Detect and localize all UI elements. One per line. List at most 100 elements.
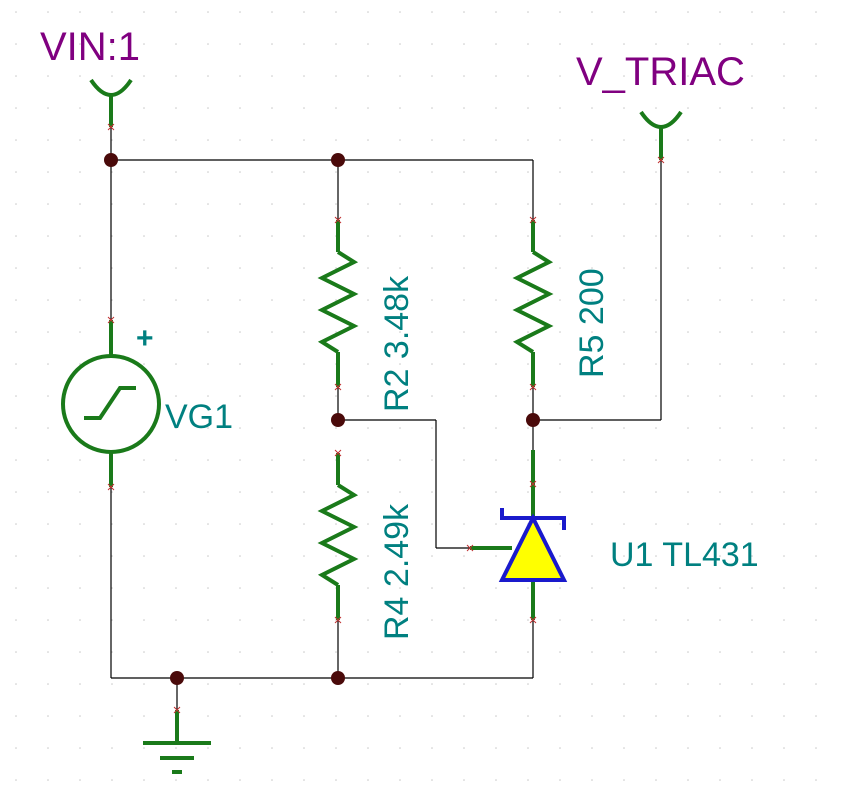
grid-dot xyxy=(527,395,529,397)
grid-dot xyxy=(623,299,625,301)
grid-dot xyxy=(719,427,721,429)
grid-dot xyxy=(399,235,401,237)
grid-dot xyxy=(591,459,593,461)
grid-dot xyxy=(655,523,657,525)
grid-dot xyxy=(175,331,177,333)
grid-dot xyxy=(239,715,241,717)
grid-dot xyxy=(207,651,209,653)
grid-dot xyxy=(303,299,305,301)
grid-dot xyxy=(207,75,209,77)
grid-dot xyxy=(623,427,625,429)
grid-dot xyxy=(815,555,817,557)
grid-dot xyxy=(15,331,17,333)
grid-dot xyxy=(367,555,369,557)
ground-icon xyxy=(143,710,211,774)
grid-dot xyxy=(623,459,625,461)
grid-dot xyxy=(239,555,241,557)
grid-dot xyxy=(303,651,305,653)
grid-dot xyxy=(15,619,17,621)
pin-marker xyxy=(529,383,537,391)
grid-dot xyxy=(815,171,817,173)
grid-dot xyxy=(751,555,753,557)
grid-dot xyxy=(15,779,17,781)
grid-dot xyxy=(303,715,305,717)
grid-dot xyxy=(303,587,305,589)
grid-dot xyxy=(783,427,785,429)
grid-dot xyxy=(783,331,785,333)
grid-dot xyxy=(623,651,625,653)
grid-dot xyxy=(495,331,497,333)
r5-label: R5 200 xyxy=(573,268,611,378)
grid-dot xyxy=(207,331,209,333)
grid-dot xyxy=(751,331,753,333)
grid-dot xyxy=(303,11,305,13)
grid-dot xyxy=(303,107,305,109)
grid-dot xyxy=(335,651,337,653)
grid-dot xyxy=(271,171,273,173)
grid-dot xyxy=(559,43,561,45)
grid-dot xyxy=(175,427,177,429)
grid-dot xyxy=(303,427,305,429)
grid-dot xyxy=(559,203,561,205)
pin-marker xyxy=(657,156,665,164)
grid-dot xyxy=(655,395,657,397)
grid-dot xyxy=(655,587,657,589)
grid-dot xyxy=(719,171,721,173)
grid-dot xyxy=(751,363,753,365)
grid-dot xyxy=(399,11,401,13)
grid-dot xyxy=(655,299,657,301)
grid-dot xyxy=(239,523,241,525)
grid-dot xyxy=(431,395,433,397)
grid-dot xyxy=(783,619,785,621)
pin-marker xyxy=(107,483,115,491)
grid-dot xyxy=(47,491,49,493)
grid-dot xyxy=(655,747,657,749)
grid-dot xyxy=(79,203,81,205)
grid-dot xyxy=(175,171,177,173)
grid-dot xyxy=(271,235,273,237)
grid-dot xyxy=(303,203,305,205)
grid-dot xyxy=(175,203,177,205)
grid-dot xyxy=(143,459,145,461)
grid-dot xyxy=(303,491,305,493)
grid-dot xyxy=(207,459,209,461)
grid-dot xyxy=(431,203,433,205)
grid-dot xyxy=(623,555,625,557)
grid-dot xyxy=(143,555,145,557)
grid-dot xyxy=(175,779,177,781)
grid-dot xyxy=(751,587,753,589)
grid-dot xyxy=(495,11,497,13)
grid-dot xyxy=(655,267,657,269)
grid-dot xyxy=(335,395,337,397)
grid-dot xyxy=(303,363,305,365)
grid-dot xyxy=(335,139,337,141)
grid-dot xyxy=(719,75,721,77)
grid-dot xyxy=(751,715,753,717)
grid-dot xyxy=(239,427,241,429)
grid-dot xyxy=(623,75,625,77)
grid-dot xyxy=(335,331,337,333)
grid-dot xyxy=(559,459,561,461)
grid-dot xyxy=(719,43,721,45)
grid-dot xyxy=(15,171,17,173)
grid-dot xyxy=(239,587,241,589)
grid-dot xyxy=(399,747,401,749)
grid-dot xyxy=(111,43,113,45)
grid-dot xyxy=(239,651,241,653)
grid-dot xyxy=(431,267,433,269)
pin-marker xyxy=(529,216,537,224)
grid-dot xyxy=(751,75,753,77)
grid-dot xyxy=(47,363,49,365)
grid-dot xyxy=(335,267,337,269)
grid-dot xyxy=(303,235,305,237)
pin-marker xyxy=(107,316,115,324)
grid-dot xyxy=(719,107,721,109)
grid-dot xyxy=(527,651,529,653)
grid-dot xyxy=(495,619,497,621)
grid-dot xyxy=(47,587,49,589)
grid-dot xyxy=(15,75,17,77)
grid-dot xyxy=(367,331,369,333)
grid-dot xyxy=(591,171,593,173)
grid-dot xyxy=(815,651,817,653)
r2-resistor xyxy=(317,220,359,387)
